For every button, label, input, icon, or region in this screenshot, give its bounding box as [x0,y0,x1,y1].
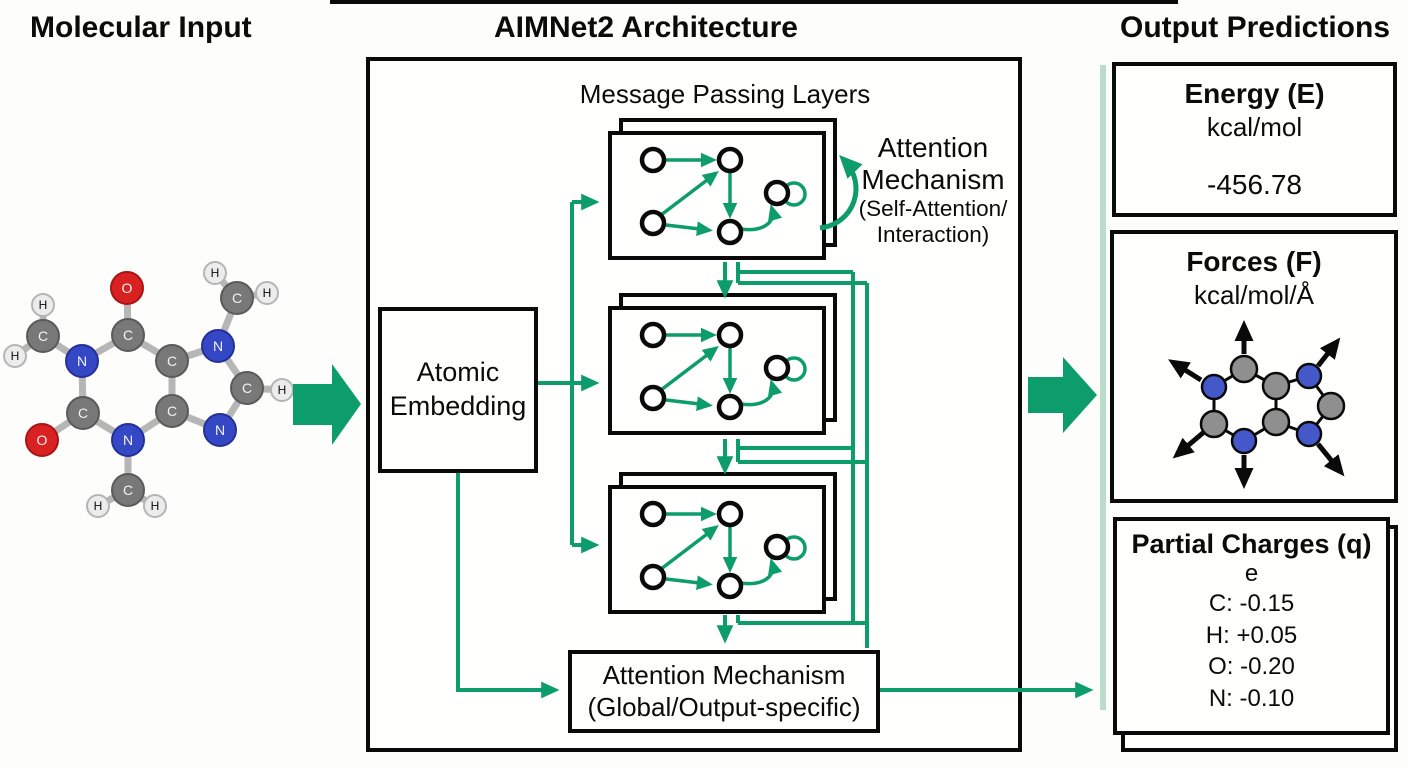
architecture-title: AIMNet2 Architecture [494,11,798,44]
carbon-atom [155,394,189,428]
hydrogen-atom [203,261,227,285]
message-passing-layers-label: Message Passing Layers [579,79,871,109]
nitrogen-atom [65,344,99,378]
oxygen-atom [110,271,144,305]
message-passing-layer-3 [608,472,837,614]
nitrogen-atom [111,423,145,457]
carbon-atom [1316,391,1346,421]
atom-label: N [77,353,87,369]
atom-label: H [278,383,287,397]
self-attention-label: Attention Mechanism (Self-Attention/ Int… [843,132,1023,248]
partial-charges-output-box: Partial Charges (q) e C: -0.15 H: +0.05 … [1113,517,1390,735]
charge-value-N: N: -0.10 [1208,685,1295,713]
carbon-atom [220,281,254,315]
atom-label: H [211,266,220,280]
force-vectors [1168,319,1345,490]
self-attention-line4: Interaction) [876,222,990,248]
carbon-atom [111,318,145,352]
atom-label: O [37,432,48,448]
global-attention-line1: Attention Mechanism [602,659,846,690]
atom-label: N [123,432,133,448]
atom-label: N [213,338,223,354]
carbon-atom [1261,371,1291,401]
self-attention-line3: (Self-Attention/ [858,196,1008,222]
self-attention-line1: Attention [877,132,989,163]
atom-label: C [167,353,177,369]
atomic-embedding-label: Atomic Embedding [389,357,527,421]
atom-label: C [167,403,177,419]
nitrogen-atom [203,413,237,447]
global-attention-line2: (Global/Output-specific) [587,691,861,722]
atom-label: O [122,280,133,296]
energy-value: -456.78 [1207,169,1302,200]
self-attention-line2: Mechanism [861,164,1005,196]
energy-output-box: Energy (E) kcal/mol -456.78 [1112,62,1397,217]
charge-value-H: H: +0.05 [1205,621,1298,649]
charge-value-C: C: -0.15 [1208,590,1295,617]
energy-unit: kcal/mol [1206,112,1303,142]
oxygen-atom [25,423,59,457]
message-passing-layer-1 [608,118,837,260]
forces-title: Forces (F) [1186,246,1322,277]
forces-molecule-image [1168,319,1346,490]
hydrogen-atom [255,281,279,305]
output-accent-rail [1100,65,1106,710]
graph-motif [608,131,826,260]
atom-label: H [94,499,103,513]
hydrogen-atom [31,293,55,317]
message-passing-layer-2 [608,293,837,435]
atom-label: C [78,405,88,421]
top-border-bar [330,0,1178,4]
atom-label: H [39,298,48,312]
atom-label: H [151,499,160,513]
carbon-atom [26,319,60,353]
carbon-atom [66,396,100,430]
partial-charges-unit: e [1244,560,1259,587]
graph-motif [608,485,826,614]
forces-atoms [1199,354,1346,455]
hydrogen-atom [3,344,27,368]
atom-label: C [242,380,252,396]
atom-label: N [215,422,225,438]
molecular-input-title: Molecular Input [30,11,252,44]
carbon-atom [1229,354,1259,384]
nitrogen-atom [1295,420,1323,448]
nitrogen-atom [1295,362,1323,390]
forces-output-box: Forces (F) kcal/mol/Å [1110,230,1398,503]
hydrogen-atom [143,494,167,518]
graph-motif [608,306,826,435]
carbon-atom [1261,407,1291,437]
carbon-atom [155,344,189,378]
atom-label: H [263,286,272,300]
partial-charges-title: Partial Charges (q) [1131,529,1372,559]
output-predictions-title: Output Predictions [1120,11,1390,44]
global-attention-box: Attention Mechanism (Global/Output-speci… [568,650,880,733]
input-molecule-image: H C H N O C C H C H N C H N [3,261,294,518]
forces-unit: kcal/mol/Å [1194,280,1314,310]
nitrogen-atom [1230,427,1258,455]
atomic-embedding-box: Atomic Embedding [378,307,538,473]
atom-label: H [11,349,20,363]
atom-label: C [232,290,242,306]
atom-label: C [123,327,133,343]
charge-value-O: O: -0.20 [1208,653,1295,681]
energy-title: Energy (E) [1184,78,1325,109]
hydrogen-atom [86,494,110,518]
carbon-atom [111,473,145,507]
nitrogen-atom [1200,373,1228,401]
atom-label: C [38,328,48,344]
atom-label: C [123,482,133,498]
arch-to-output-arrow [1028,357,1097,433]
nitrogen-atom [201,329,235,363]
carbon-atom [230,371,264,405]
carbon-atom [1199,409,1229,439]
